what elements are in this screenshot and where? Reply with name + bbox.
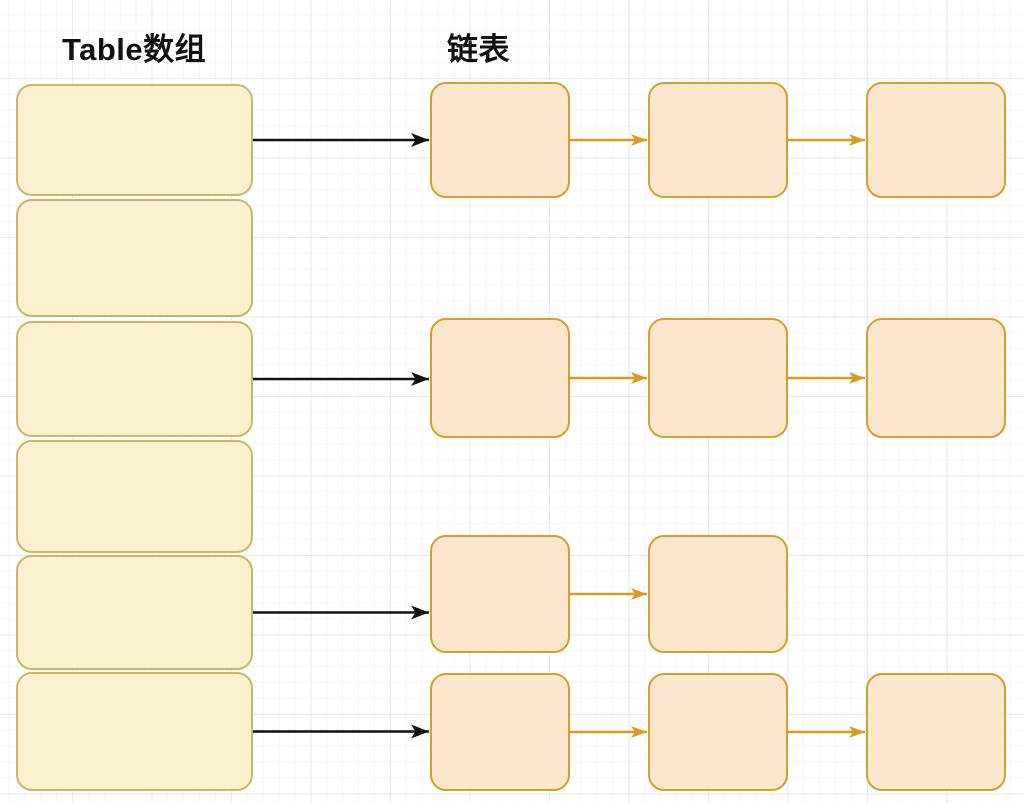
list-node-bucket2-1 (648, 318, 788, 438)
table-array-title: Table数组 (62, 32, 207, 67)
list-node-bucket0-2 (866, 82, 1006, 198)
table-bucket-1 (16, 199, 253, 317)
list-node-bucket0-1 (648, 82, 788, 198)
list-node-bucket4-1 (648, 535, 788, 653)
table-bucket-4 (16, 555, 253, 670)
list-node-bucket5-0 (430, 673, 570, 791)
list-node-bucket4-0 (430, 535, 570, 653)
table-bucket-3 (16, 440, 253, 553)
list-node-bucket5-2 (866, 673, 1006, 791)
list-node-bucket5-1 (648, 673, 788, 791)
table-bucket-2 (16, 321, 253, 437)
list-node-bucket2-2 (866, 318, 1006, 438)
list-node-bucket2-0 (430, 318, 570, 438)
table-bucket-5 (16, 672, 253, 791)
table-bucket-0 (16, 84, 253, 196)
list-node-bucket0-0 (430, 82, 570, 198)
linked-list-title: 链表 (447, 32, 510, 67)
